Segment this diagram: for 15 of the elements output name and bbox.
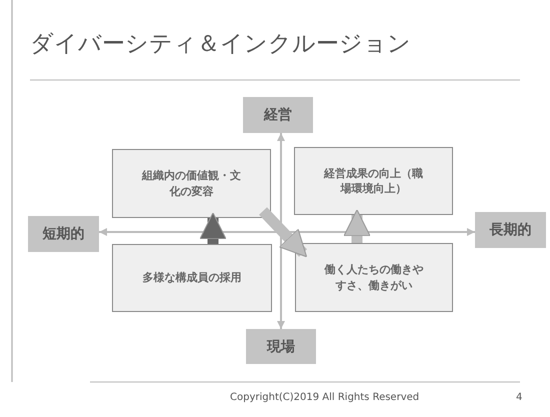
axis-label: 経営 — [243, 97, 313, 133]
quadrant-box: 経営成果の向上（職場環境向上） — [294, 147, 453, 215]
axis-label: 短期的 — [28, 216, 99, 252]
axis-label: 長期的 — [475, 212, 546, 248]
copyright-text: Copyright(C)2019 All Rights Reserved — [230, 392, 420, 403]
quadrant-box: 組織内の価値観・文化の変容 — [112, 149, 271, 218]
slide-title: ダイバーシティ＆インクルージョン — [30, 30, 411, 59]
block-arrow — [199, 212, 227, 244]
quadrant-box: 多様な構成員の採用 — [112, 244, 272, 312]
block-arrow — [343, 209, 371, 243]
axis-arrow — [277, 133, 285, 329]
page-number: 4 — [516, 392, 522, 403]
axis-label: 現場 — [246, 329, 316, 364]
quadrant-box: 働く人たちの働きやすさ、働きがい — [295, 243, 453, 312]
block-arrow — [259, 207, 308, 258]
